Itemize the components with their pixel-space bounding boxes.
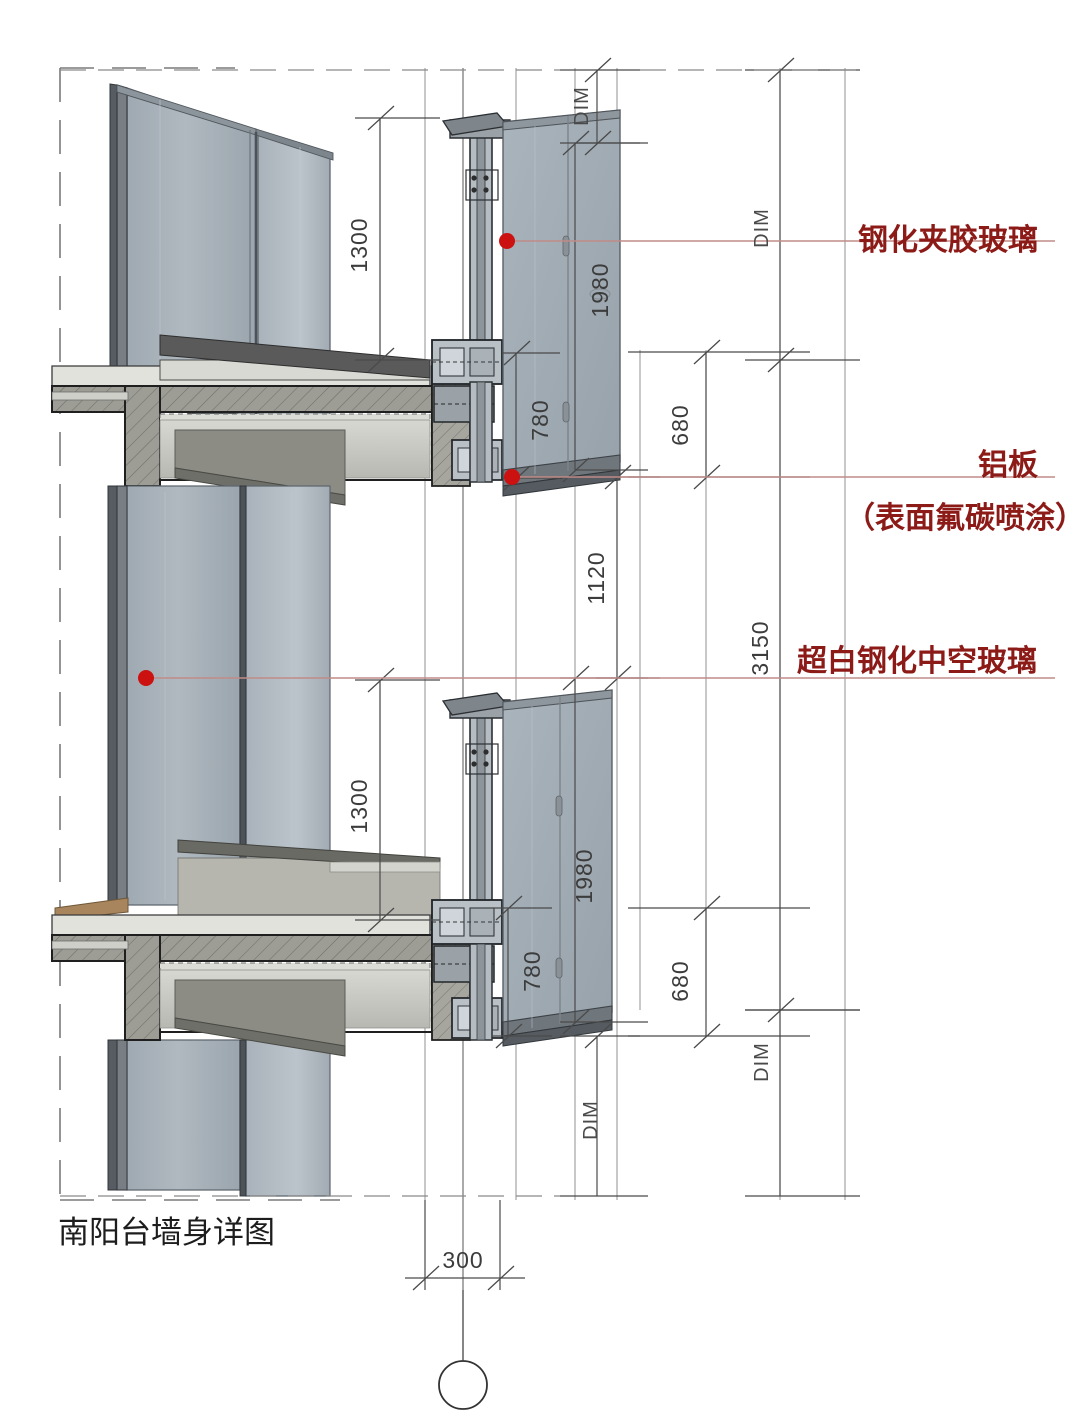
dim-780-upper: 780 bbox=[527, 399, 553, 440]
dim-1120-middle: 1120 bbox=[583, 551, 609, 604]
dim-680-upper: 680 bbox=[667, 404, 693, 445]
dim-1980-upper: 1980 bbox=[587, 262, 613, 317]
dim-680-lower: 680 bbox=[667, 960, 693, 1001]
dim-3150-right: 3150 bbox=[747, 620, 773, 675]
dim-placeholder-text-group: DIM DIM DIM DIM bbox=[571, 86, 773, 1140]
drawing-title: 南阳台墙身详图 bbox=[58, 1215, 275, 1250]
dim-label-top-left: DIM bbox=[571, 86, 593, 126]
marker-dot-glass-laminated bbox=[499, 233, 515, 249]
dimension-text-group: 1300 1980 780 680 1120 3150 1300 1980 78… bbox=[346, 217, 773, 1273]
dim-label-bottom-right: DIM bbox=[751, 1042, 773, 1082]
annotation-label-group: 钢化夹胶玻璃 铝板 （表面氟碳喷涂） 超白钢化中空玻璃 bbox=[797, 223, 1080, 678]
drawing-extent-boundary bbox=[59, 67, 340, 1201]
upper-mullion-transom-detail bbox=[431, 112, 511, 483]
dim-1980-lower: 1980 bbox=[571, 848, 597, 903]
annotation-glass-insulated: 超白钢化中空玻璃 bbox=[797, 644, 1037, 678]
lower-balcony-glass-panel bbox=[502, 689, 613, 1047]
annotation-leaders bbox=[138, 233, 1055, 686]
annotation-aluminum-panel-note: （表面氟碳喷涂） bbox=[845, 501, 1080, 535]
marker-dot-aluminum-panel bbox=[504, 469, 520, 485]
dim-1300-lower: 1300 bbox=[346, 778, 372, 833]
annotation-aluminum-panel: 铝板 bbox=[978, 449, 1038, 482]
dim-780-lower: 780 bbox=[519, 950, 545, 991]
dim-1300-upper: 1300 bbox=[346, 217, 372, 272]
dim-300-bottom: 300 bbox=[442, 1247, 483, 1273]
lower-floor-slab-assembly bbox=[51, 839, 471, 1057]
annotation-glass-laminated: 钢化夹胶玻璃 bbox=[858, 223, 1038, 257]
dim-label-top-right: DIM bbox=[751, 208, 773, 248]
grid-bubble bbox=[438, 1290, 488, 1410]
lower-left-curtain-wall-glass bbox=[107, 485, 331, 1197]
marker-dot-glass-insulated bbox=[138, 670, 154, 686]
dim-label-bottom-left: DIM bbox=[580, 1100, 602, 1140]
